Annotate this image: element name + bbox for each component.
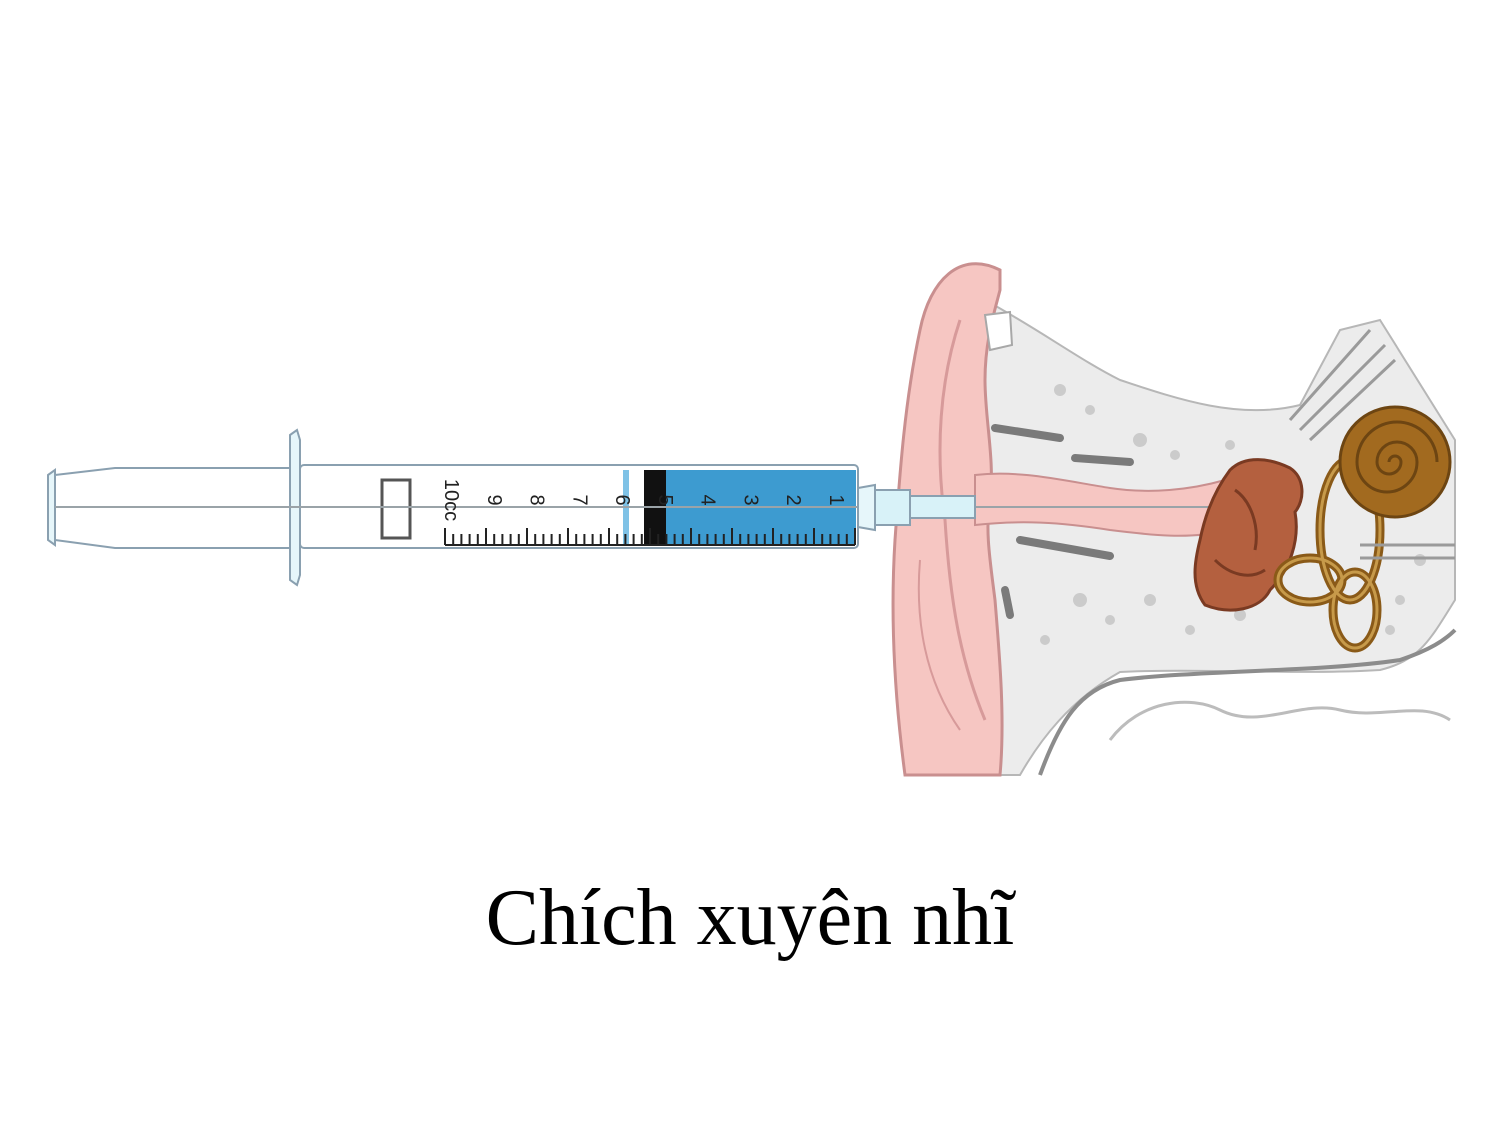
scale-number: 5: [654, 494, 676, 505]
neck-contour: [1038, 628, 1457, 776]
syringe: 10cc 9 8 7 6 5 4 3 2 1: [47, 428, 976, 587]
scale-number: 1: [825, 494, 847, 505]
scale-number: 6: [611, 494, 633, 505]
syringe-tip: [857, 483, 876, 532]
auricle: [891, 262, 1004, 777]
auricle-notch: [983, 310, 1014, 352]
scale-number: 3: [739, 494, 761, 505]
scale-number: 4: [697, 494, 719, 505]
needle-hub: [874, 489, 911, 526]
semicircular-canals-inner: [1276, 458, 1382, 650]
needle: [909, 495, 976, 519]
caption: Chích xuyên nhĩ: [485, 874, 1015, 962]
ear-anatomy: [891, 262, 1457, 777]
scale-number: 10cc: [440, 479, 462, 521]
plunger-thumb-pad: [47, 468, 56, 547]
graduation-ticks: [444, 528, 856, 546]
scale-number: 2: [782, 494, 804, 505]
soft-tissue-contour: [1108, 700, 1451, 741]
auricle-fold: [938, 319, 987, 721]
scale-number: 7: [568, 494, 590, 505]
nerve-bundle: [1288, 329, 1397, 442]
scale-numbers: 10cc 9 8 7 6 5 4 3 2 1: [440, 479, 847, 521]
scale-number: 8: [526, 494, 548, 505]
ossicle-detail: [1213, 488, 1266, 577]
bone-edges: [991, 424, 1134, 619]
barrel-label-box: [380, 478, 412, 540]
cochlea: [1338, 405, 1452, 519]
auricle-fold-inner: [917, 559, 961, 731]
scale-number: 9: [483, 494, 505, 505]
auditory-nerve: [1360, 543, 1455, 560]
bone-texture: [1040, 384, 1426, 645]
